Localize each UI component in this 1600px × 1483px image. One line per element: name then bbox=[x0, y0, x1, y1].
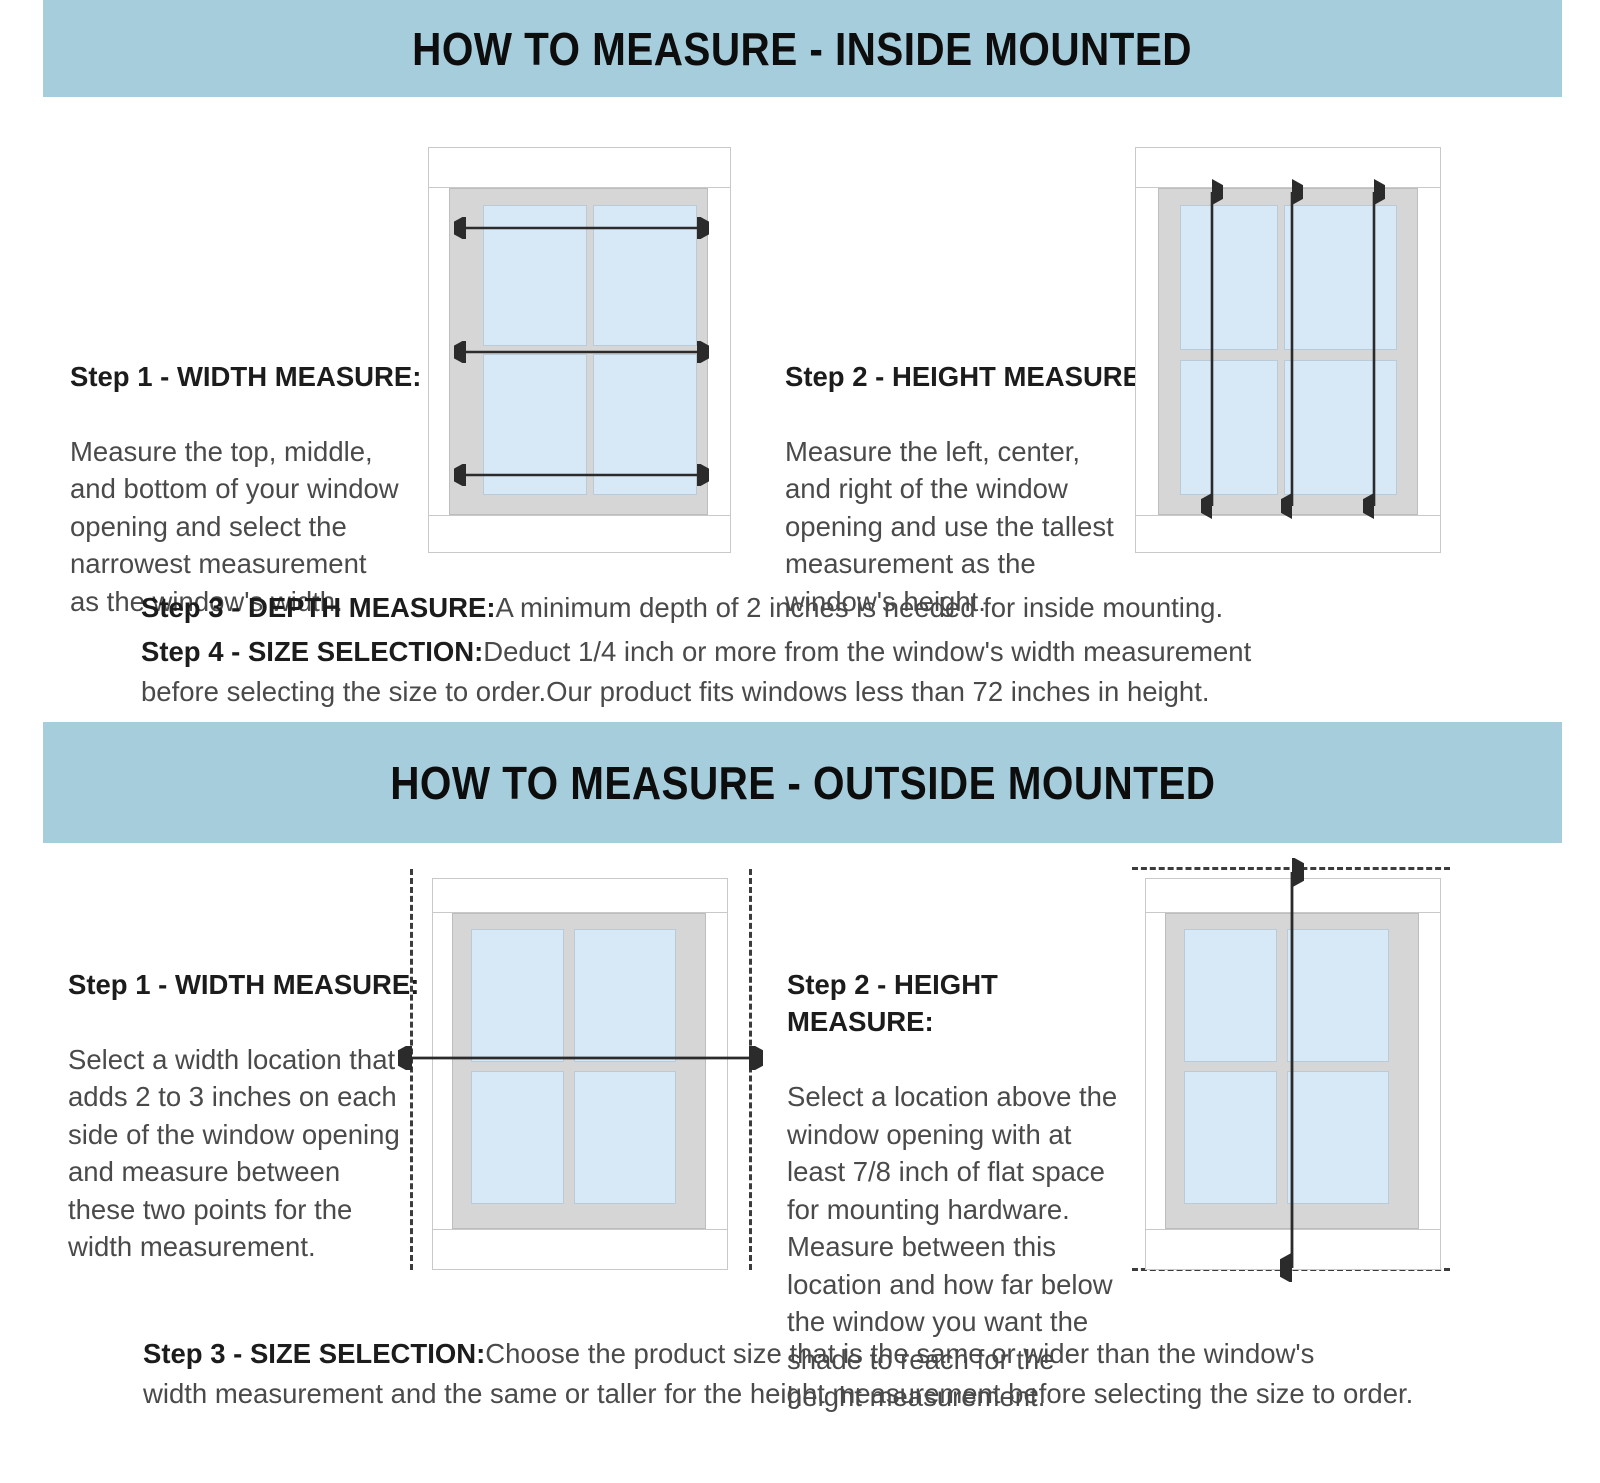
outside-height-arrow bbox=[1280, 858, 1304, 1282]
inside-step2-body: Measure the left, center, and right of t… bbox=[785, 435, 1114, 617]
window-headboard-line bbox=[432, 912, 728, 913]
inside-step2-text: Step 2 - HEIGHT MEASURE: Measure the lef… bbox=[785, 320, 1175, 620]
banner-outside-mounted-title: HOW TO MEASURE - OUTSIDE MOUNTED bbox=[389, 756, 1216, 809]
window-pane-bottom-right bbox=[574, 1071, 676, 1204]
window-pane-top-left bbox=[1184, 929, 1277, 1062]
outside-height-measure-diagram bbox=[1145, 878, 1441, 1270]
window-sill-line bbox=[1135, 515, 1441, 553]
bottom-width-arrow bbox=[454, 464, 709, 486]
outside-step3-body: Choose the product size that is the same… bbox=[485, 1338, 1315, 1369]
outside-step1-text: Step 1 - WIDTH MEASURE: Select a width l… bbox=[68, 928, 428, 1266]
center-height-arrow bbox=[1281, 179, 1303, 519]
outside-step3-heading: Step 3 - SIZE SELECTION: bbox=[143, 1338, 486, 1369]
outside-step1-body: Select a width location that adds 2 to 3… bbox=[68, 1043, 400, 1263]
window-width-measure-diagram bbox=[428, 147, 731, 553]
banner-inside-mounted-title: HOW TO MEASURE - INSIDE MOUNTED bbox=[412, 22, 1193, 75]
window-sill-line bbox=[428, 515, 731, 553]
inside-step1-body: Measure the top, middle, and bottom of y… bbox=[70, 435, 399, 617]
window-pane-top-right bbox=[574, 929, 676, 1062]
outside-step2-body: Select a location above the window openi… bbox=[787, 1081, 1118, 1412]
outside-step2-text: Step 2 - HEIGHT MEASURE: Select a locati… bbox=[787, 928, 1137, 1416]
window-sill-line bbox=[432, 1229, 728, 1270]
inside-step4-text: Step 4 - SIZE SELECTION:Deduct 1/4 inch … bbox=[141, 632, 1541, 712]
outside-step3-body-line2: width measurement and the same or taller… bbox=[143, 1378, 1414, 1409]
outside-width-arrow bbox=[398, 1046, 763, 1070]
window-pane-top-right bbox=[1287, 929, 1389, 1062]
window-pane-bottom-left bbox=[1180, 360, 1278, 495]
window-height-measure-diagram bbox=[1135, 147, 1441, 553]
inside-step1-heading: Step 1 - WIDTH MEASURE: bbox=[70, 360, 422, 392]
inside-step4-heading: Step 4 - SIZE SELECTION: bbox=[141, 636, 484, 667]
window-pane-top-left bbox=[471, 929, 564, 1062]
outside-width-measure-diagram bbox=[432, 878, 728, 1270]
banner-inside-mounted: HOW TO MEASURE - INSIDE MOUNTED bbox=[43, 0, 1562, 97]
outside-step3-text: Step 3 - SIZE SELECTION:Choose the produ… bbox=[143, 1334, 1543, 1414]
top-width-arrow bbox=[454, 217, 709, 239]
window-pane-bottom-left bbox=[471, 1071, 564, 1204]
middle-width-arrow bbox=[454, 341, 709, 363]
inside-step3-body: A minimum depth of 2 inches is needed fo… bbox=[495, 592, 1224, 623]
right-height-arrow bbox=[1363, 179, 1385, 519]
window-pane-top-left bbox=[1180, 205, 1278, 350]
outside-step2-heading: Step 2 - HEIGHT MEASURE: bbox=[787, 968, 998, 1038]
banner-outside-mounted: HOW TO MEASURE - OUTSIDE MOUNTED bbox=[43, 722, 1562, 843]
outside-step1-heading: Step 1 - WIDTH MEASURE: bbox=[68, 968, 420, 1000]
left-height-arrow bbox=[1201, 179, 1223, 519]
inside-step4-body-line2: before selecting the size to order.Our p… bbox=[141, 676, 1210, 707]
inside-step4-body: Deduct 1/4 inch or more from the window'… bbox=[483, 636, 1252, 667]
inside-step2-heading: Step 2 - HEIGHT MEASURE: bbox=[785, 360, 1151, 392]
inside-step3-heading: Step 3 - DEPTH MEASURE: bbox=[141, 592, 496, 623]
inside-step3-text: Step 3 - DEPTH MEASURE:A minimum depth o… bbox=[141, 588, 1541, 628]
inside-step1-text: Step 1 - WIDTH MEASURE: Measure the top,… bbox=[70, 320, 450, 620]
window-pane-bottom-left bbox=[1184, 1071, 1277, 1204]
window-headboard-line bbox=[428, 187, 731, 188]
